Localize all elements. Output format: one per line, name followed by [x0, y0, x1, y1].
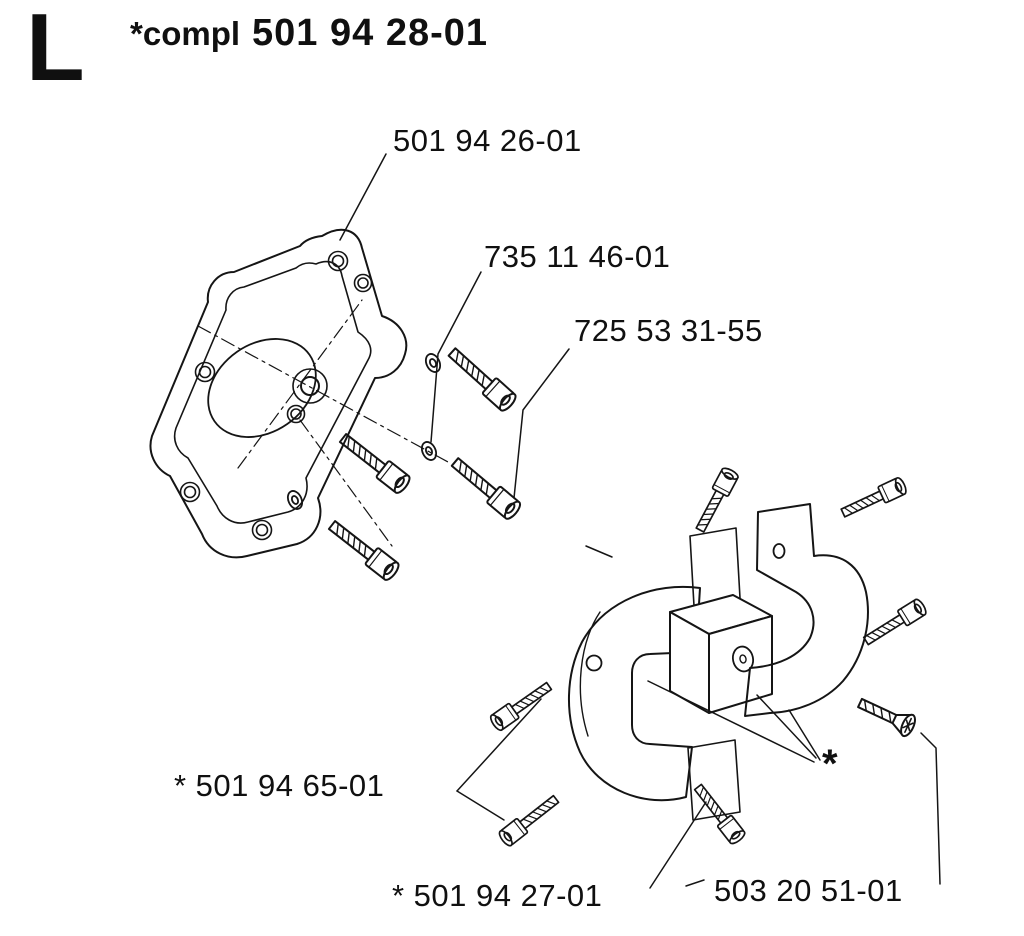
cap-screw-drawing — [324, 343, 524, 584]
part-label-washer: 735 11 46-01 — [484, 239, 671, 274]
clutch-assembly-drawing — [487, 465, 929, 849]
assembly-part-number: 501 94 28-01 — [252, 12, 489, 54]
part-label-screw: 725 53 31-55 — [574, 313, 763, 348]
countersunk-screw-drawing — [854, 691, 919, 740]
cover-plate-drawing — [149, 228, 449, 559]
clutch-shoe-half — [744, 503, 869, 717]
part-label-clutch-half: * 501 94 65-01 — [174, 768, 385, 803]
assembly-header: *compl 501 94 28-01 — [130, 12, 488, 55]
bolt-holes — [179, 250, 373, 541]
part-label-clutch: * 501 94 27-01 — [392, 878, 603, 913]
clutch-drum-half — [567, 585, 701, 802]
leader-lines — [339, 153, 941, 889]
section-letter: L — [26, 0, 85, 101]
part-label-countersunk-screw: 503 20 51-01 — [714, 873, 903, 908]
clutch-hub-block — [669, 594, 773, 714]
footnote-asterisk: * — [822, 742, 838, 786]
center-lines — [197, 299, 449, 547]
assembly-compl-prefix: *compl — [130, 15, 241, 52]
part-label-cover-plate: 501 94 26-01 — [393, 123, 582, 158]
